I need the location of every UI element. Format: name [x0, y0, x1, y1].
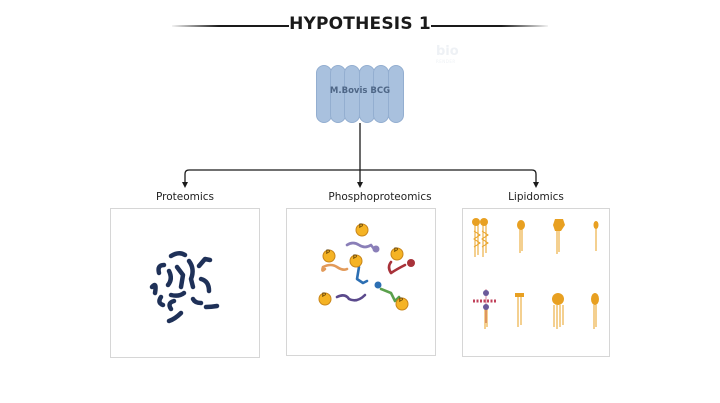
lipid-head-icon — [593, 221, 599, 229]
phospho-marker-text: P — [322, 293, 327, 299]
branch-label-lipidomics: Lipidomics — [508, 191, 564, 203]
proteomics-panel — [110, 208, 260, 358]
phospho-marker-text: P — [353, 255, 358, 261]
lipid-head-icon — [483, 290, 489, 296]
phospho-badge-icon — [322, 249, 336, 263]
membrane-helix — [388, 65, 404, 123]
lipid-head-icon — [517, 220, 525, 230]
branch-label-proteomics: Proteomics — [155, 191, 215, 203]
page-title: HYPOTHESIS 1 — [289, 14, 431, 34]
watermark-sub: RENDER — [436, 59, 456, 64]
arrow-head-icon — [182, 182, 188, 188]
page-title-rule-left — [172, 25, 289, 27]
phospho-badge-icon — [355, 223, 369, 237]
lipid-head-icon — [483, 304, 489, 310]
lipid-head-icon — [480, 218, 488, 226]
branch-label-phosphoproteomics: Phosphoproteomics — [328, 191, 432, 203]
phospho-badge-icon — [395, 297, 409, 311]
watermark: bio RENDER — [436, 44, 459, 64]
lipid-head-icon — [552, 293, 564, 305]
watermark-main: bio — [436, 44, 459, 59]
phospho-badge-icon — [390, 247, 404, 261]
phospho-marker-text: P — [399, 298, 404, 304]
phospho-badge-icon — [349, 254, 363, 268]
phosphopeptides-illustration — [318, 223, 415, 311]
lipid-head-icon — [591, 293, 599, 305]
organism-label: M.Bovis BCG — [329, 86, 391, 96]
phospho-marker-text: P — [359, 224, 364, 230]
phosphoproteomics-panel: P P P P P P — [286, 208, 436, 356]
phospho-marker-text: P — [326, 250, 331, 256]
phospho-badge-icon — [318, 292, 332, 306]
protein-fragments-illustration — [149, 251, 220, 324]
phospho-marker-text: P — [394, 248, 399, 254]
lipid-head-icon — [515, 293, 524, 297]
lipid-head-icon — [553, 219, 565, 231]
arrow-head-icon — [357, 182, 363, 188]
arrow-head-icon — [533, 182, 539, 188]
lipidomics-panel — [462, 208, 610, 357]
page-title-rule-right — [431, 25, 548, 27]
lipids-illustration — [472, 218, 599, 329]
lipid-head-icon — [472, 218, 480, 226]
membrane-protein: M.Bovis BCG — [314, 65, 406, 123]
